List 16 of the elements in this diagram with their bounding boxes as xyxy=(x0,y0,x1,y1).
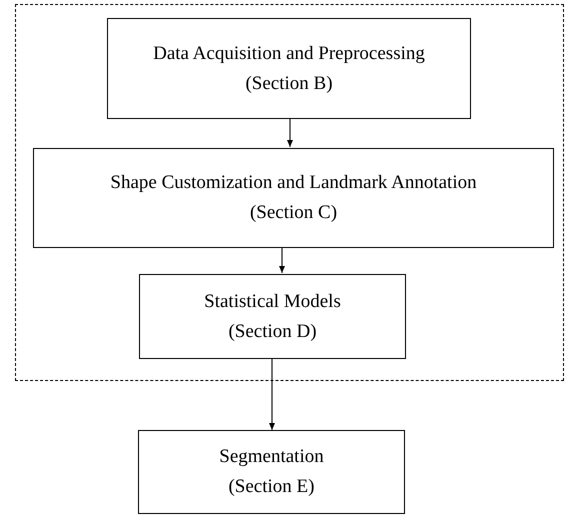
process-box xyxy=(139,274,406,359)
box-title: Data Acquisition and Preprocessing xyxy=(153,42,425,66)
section-reference: (Section E) xyxy=(228,475,314,499)
arrow xyxy=(269,358,275,430)
section-reference: (Section C) xyxy=(250,201,338,225)
dashed-group-frame xyxy=(15,4,564,381)
box-title: Segmentation xyxy=(219,445,324,469)
box-title: Statistical Models xyxy=(204,290,341,314)
arrow xyxy=(287,118,293,148)
section-reference: (Section B) xyxy=(245,72,333,96)
arrow xyxy=(279,246,285,274)
process-box xyxy=(138,430,405,514)
section-reference: (Section D) xyxy=(228,320,317,344)
box-title: Shape Customization and Landmark Annotation xyxy=(110,171,477,195)
process-box xyxy=(107,18,471,119)
process-box xyxy=(33,148,554,248)
